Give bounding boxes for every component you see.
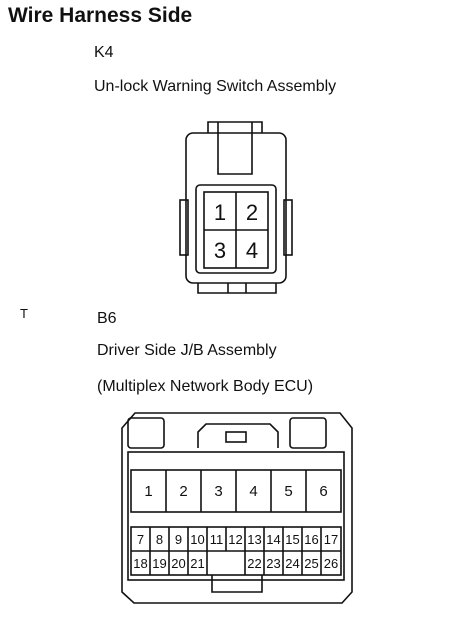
- k4-top-latch: [207, 121, 263, 133]
- b6-pin-label: 2: [179, 483, 187, 500]
- b6-pin-label: 19: [152, 556, 166, 571]
- side-marker: T: [20, 306, 28, 321]
- b6-pin-label: 4: [249, 483, 257, 500]
- b6-cavity: [127, 451, 345, 581]
- k4-cavity: [195, 184, 277, 274]
- b6-pin-label: 3: [214, 483, 222, 500]
- b6-pin-label: 25: [304, 556, 318, 571]
- k4-pin-label: 3: [214, 238, 226, 263]
- b6-pin-label: 7: [137, 532, 144, 547]
- k4-connector-code: K4: [94, 44, 114, 61]
- b6-outer-shell: [121, 412, 353, 604]
- b6-pin-label: 20: [171, 556, 185, 571]
- b6-pin-label: 13: [247, 532, 261, 547]
- b6-pin-label: 15: [285, 532, 299, 547]
- page-title: Wire Harness Side: [8, 4, 193, 27]
- b6-connector-name: Driver Side J/B Assembly: [97, 342, 277, 359]
- b6-left-lug: [127, 417, 165, 449]
- b6-connector-subname: (Multiplex Network Body ECU): [97, 378, 314, 395]
- k4-bottom-key: [197, 283, 277, 294]
- k4-outer-shell: [185, 132, 287, 284]
- b6-pin-label: 18: [133, 556, 147, 571]
- k4-pin-label: 2: [246, 200, 258, 225]
- b6-pin-label: 9: [175, 532, 182, 547]
- k4-pin-label: 4: [246, 238, 258, 263]
- b6-pin-label: 12: [228, 532, 242, 547]
- b6-latch-slot: [225, 431, 247, 443]
- b6-bottom-key: [211, 575, 263, 593]
- b6-pin-label: 1: [144, 483, 152, 500]
- k4-left-lug: [179, 199, 189, 256]
- b6-pin-label: 5: [284, 483, 292, 500]
- b6-pin-label: 24: [285, 556, 299, 571]
- b6-pin-label: 21: [190, 556, 204, 571]
- b6-right-lug: [289, 417, 327, 449]
- b6-connector-code: B6: [97, 310, 117, 327]
- b6-pin-label: 10: [190, 532, 204, 547]
- k4-connector-name: Un-lock Warning Switch Assembly: [94, 78, 337, 95]
- b6-pin-label: 8: [156, 532, 163, 547]
- b6-pin-label: 17: [324, 532, 338, 547]
- b6-pin-label: 11: [210, 532, 224, 547]
- k4-right-lug: [283, 199, 293, 256]
- b6-pin-label: 26: [324, 556, 338, 571]
- b6-pin-label: 23: [266, 556, 280, 571]
- b6-top-latch: [197, 423, 279, 448]
- b6-pin-label: 22: [247, 556, 261, 571]
- k4-latch-slot: [217, 122, 253, 175]
- b6-pin-label: 6: [319, 483, 327, 500]
- k4-pin-label: 1: [214, 200, 226, 225]
- b6-pin-label: 16: [304, 532, 318, 547]
- b6-pin-label: 14: [266, 532, 280, 547]
